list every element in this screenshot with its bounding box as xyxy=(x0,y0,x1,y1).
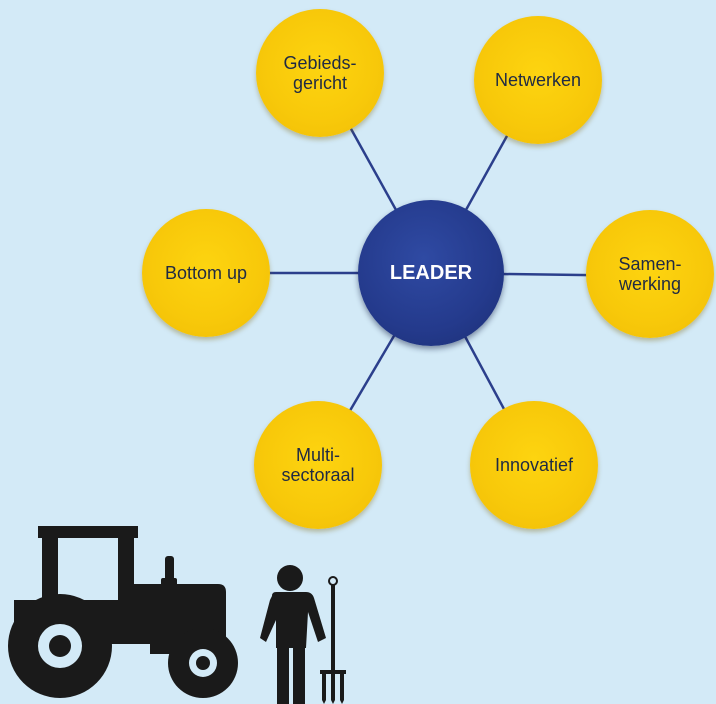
node-label: Gebieds- gericht xyxy=(283,53,357,93)
center-label: LEADER xyxy=(389,261,473,284)
node-innovatief: Innovatief xyxy=(470,401,598,529)
node-label: Samen- werking xyxy=(618,254,682,294)
node-label: Multi- sectoraal xyxy=(281,445,355,485)
node-gebiedsgericht: Gebieds- gericht xyxy=(256,9,384,137)
node-bottom-up: Bottom up xyxy=(142,209,270,337)
node-label: Bottom up xyxy=(164,263,248,283)
node-multisectoraal: Multi- sectoraal xyxy=(254,401,382,529)
node-netwerken: Netwerken xyxy=(474,16,602,144)
node-label: Netwerken xyxy=(494,70,582,90)
farm-illustration xyxy=(8,526,346,704)
tractor-icon xyxy=(8,526,238,698)
node-samenwerking: Samen- werking xyxy=(586,210,714,338)
farmer-with-pitchfork-icon xyxy=(260,565,346,704)
node-leader: LEADER xyxy=(358,200,504,346)
node-label: Innovatief xyxy=(494,455,574,475)
